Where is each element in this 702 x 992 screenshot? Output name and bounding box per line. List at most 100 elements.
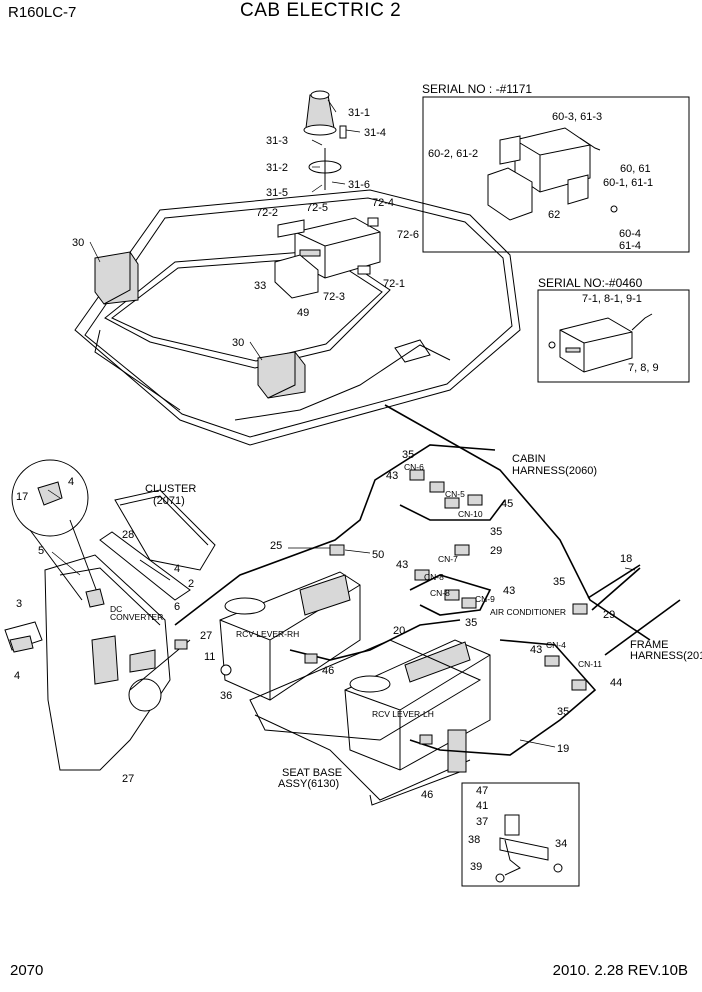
callout-50: 50 bbox=[372, 549, 384, 561]
cn6-label: CN-6 bbox=[404, 462, 424, 472]
callout-4-b: 4 bbox=[174, 563, 180, 575]
callout-17: 17 bbox=[16, 491, 28, 503]
bracket-3 bbox=[4, 621, 43, 653]
right-console-box bbox=[344, 639, 491, 771]
cab-roof bbox=[74, 189, 521, 446]
cluster-ref-label: (2071) bbox=[153, 495, 185, 507]
switch-assembly-box bbox=[461, 782, 580, 887]
callout-11: 11 bbox=[204, 651, 215, 663]
work-lamp-right bbox=[257, 351, 306, 399]
callout-33: 33 bbox=[254, 280, 266, 292]
callout-29-a: 29 bbox=[490, 545, 502, 557]
callout-31-3: 31-3 bbox=[266, 135, 288, 147]
callout-46-b: 46 bbox=[421, 789, 433, 801]
callout-4-c: 4 bbox=[14, 670, 20, 682]
side-console-panel bbox=[44, 554, 171, 771]
seat-base-ref-label: ASSY(6130) bbox=[278, 778, 339, 790]
callout-35-d: 35 bbox=[553, 576, 565, 588]
callout-62: 62 bbox=[548, 209, 560, 221]
callout-27-a: 27 bbox=[200, 630, 212, 642]
callout-31-6: 31-6 bbox=[348, 179, 370, 191]
left-console-box bbox=[219, 571, 361, 701]
callout-72-3: 72-3 bbox=[323, 291, 345, 303]
dc-converter-label-1: DC bbox=[110, 604, 122, 614]
serial-lower-label: SERIAL NO:-#0460 bbox=[538, 276, 643, 290]
callout-35-e: 35 bbox=[557, 706, 569, 718]
cluster-housing bbox=[99, 489, 216, 601]
callout-18: 18 bbox=[620, 553, 632, 565]
cn10-label: CN-10 bbox=[458, 509, 483, 519]
callout-5: 5 bbox=[38, 545, 44, 557]
cn8b-label: CN-8 bbox=[430, 588, 450, 598]
callout-35-c: 35 bbox=[465, 617, 477, 629]
callout-72-6: 72-6 bbox=[397, 229, 419, 241]
rcv-lever-lh-label: RCV LEVER-LH bbox=[372, 709, 434, 719]
page-title: CAB ELECTRIC 2 bbox=[240, 0, 402, 21]
callout-44: 44 bbox=[610, 677, 622, 689]
callout-72-2: 72-2 bbox=[256, 207, 278, 219]
callout-3: 3 bbox=[16, 598, 22, 610]
cn5-label: CN-5 bbox=[445, 489, 465, 499]
callout-72-5: 72-5 bbox=[306, 202, 328, 214]
callout-31-4: 31-4 bbox=[364, 127, 386, 139]
callout-60-1: 60-1, 61-1 bbox=[603, 177, 653, 189]
harness-wires bbox=[129, 404, 681, 756]
work-lamp-left bbox=[94, 251, 139, 305]
callout-4-a: 4 bbox=[68, 476, 74, 488]
callout-31-5: 31-5 bbox=[266, 187, 288, 199]
cluster-label: CLUSTER bbox=[145, 483, 196, 495]
page-number: 2070 bbox=[10, 962, 44, 979]
callout-43-d: 43 bbox=[530, 644, 542, 656]
rcv-lever-rh-label: RCV LEVER-RH bbox=[236, 629, 299, 639]
callout-39: 39 bbox=[470, 861, 482, 873]
callout-6: 6 bbox=[174, 601, 180, 613]
callout-35-b: 35 bbox=[490, 526, 502, 538]
callout-35-a: 35 bbox=[402, 449, 414, 461]
callout-34: 34 bbox=[555, 838, 567, 850]
cabin-harness-label: CABIN bbox=[512, 453, 546, 465]
serial-box-lower bbox=[537, 289, 690, 383]
callout-19: 19 bbox=[557, 743, 569, 755]
callout-20: 20 bbox=[393, 625, 405, 637]
callout-29-b: 29 bbox=[603, 609, 615, 621]
cluster-detail-circle bbox=[11, 459, 101, 601]
serial-upper-label: SERIAL NO : -#1171 bbox=[422, 82, 532, 96]
leader-lines bbox=[47, 99, 636, 748]
annotation-labels: CLUSTER (2071) CABIN HARNESS(2060) FRAME… bbox=[110, 453, 702, 790]
callout-7-1: 7-1, 8-1, 9-1 bbox=[582, 293, 642, 305]
callout-60-4: 60-4 bbox=[619, 228, 641, 240]
cn11-label: CN-11 bbox=[578, 659, 602, 669]
revision-date: 2010. 2.28 REV.10B bbox=[552, 962, 688, 979]
callout-7-8-9: 7, 8, 9 bbox=[628, 362, 659, 374]
callout-43-c: 43 bbox=[503, 585, 515, 597]
frame-harness-label: FRAME bbox=[630, 639, 669, 651]
callout-61-4: 61-4 bbox=[619, 240, 641, 252]
callout-36: 36 bbox=[220, 690, 232, 702]
callout-25: 25 bbox=[270, 540, 282, 552]
model-number: R160LC-7 bbox=[8, 4, 77, 21]
connectors bbox=[174, 469, 641, 745]
callout-numbers: 31-1 31-3 31-4 31-2 31-5 31-6 72-2 72-5 … bbox=[14, 107, 659, 873]
callout-45: 45 bbox=[501, 498, 513, 510]
callout-27-b: 27 bbox=[122, 773, 134, 785]
callout-38: 38 bbox=[468, 834, 480, 846]
dc-converter-label-2: CONVERTER bbox=[110, 612, 163, 622]
cabin-harness-ref-label: HARNESS(2060) bbox=[512, 465, 597, 477]
callout-43-a: 43 bbox=[386, 470, 398, 482]
callout-47: 47 bbox=[476, 785, 488, 797]
callout-43-b: 43 bbox=[396, 559, 408, 571]
callout-60-3: 60-3, 61-3 bbox=[552, 111, 602, 123]
callout-37: 37 bbox=[476, 816, 488, 828]
callout-60-2: 60-2, 61-2 bbox=[428, 148, 478, 160]
callout-41: 41 bbox=[476, 800, 488, 812]
callout-49: 49 bbox=[297, 307, 309, 319]
cn8a-label: CN-8 bbox=[424, 572, 444, 582]
callout-28: 28 bbox=[122, 529, 134, 541]
radio-assembly bbox=[274, 217, 381, 299]
cn7-label: CN-7 bbox=[438, 554, 458, 564]
seat-base-label: SEAT BASE bbox=[282, 767, 342, 779]
cn4-label: CN-4 bbox=[546, 640, 566, 650]
cn9-label: CN-9 bbox=[475, 594, 495, 604]
callout-72-1: 72-1 bbox=[383, 278, 405, 290]
